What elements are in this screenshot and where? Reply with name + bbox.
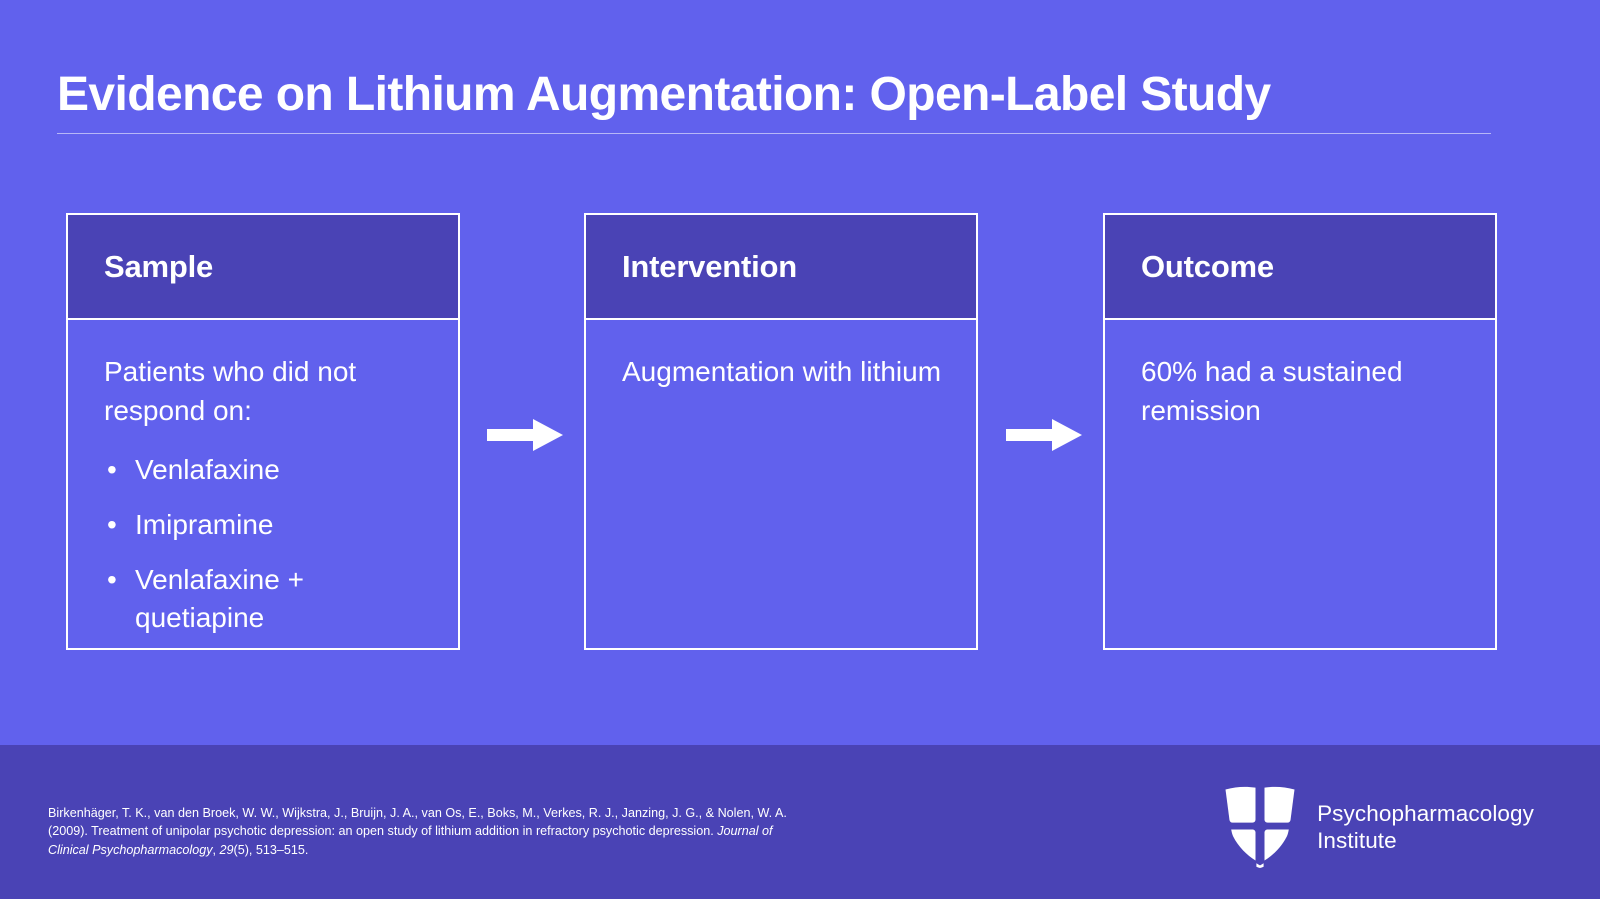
bullet-dot-icon: • [107,508,117,540]
card-row: Sample Patients who did not respond on: … [0,213,1600,650]
card-header-label: Sample [104,248,214,284]
card-header-outcome: Outcome [1105,215,1495,320]
list-item: • Venlafaxine [104,451,424,490]
card-header-sample: Sample [68,215,458,320]
brand-name-line-1: Psychopharmacology [1317,800,1534,826]
bullet-dot-icon: • [107,563,117,595]
card-header-label: Intervention [622,248,798,284]
list-item: • Imipramine [104,506,424,545]
card-paragraph: 60% had a sustained remission [1141,356,1403,426]
card-body-sample: Patients who did not respond on: • Venla… [68,320,458,654]
footer-band: Birkenhäger, T. K., van den Broek, W. W.… [0,745,1600,899]
card-intervention: Intervention Augmentation with lithium [584,213,978,650]
brand-lockup: Psychopharmacology Institute [1223,786,1534,868]
title-divider [57,132,1491,134]
list-item-label: Venlafaxine + quetiapine [135,563,304,634]
card-header-label: Outcome [1141,248,1274,284]
citation-part-3: (5), 513–515. [233,842,309,857]
list-item-label: Venlafaxine [135,454,280,486]
title-block: Evidence on Lithium Augmentation: Open-L… [57,68,1543,134]
brand-name-line-2: Institute [1317,828,1397,853]
citation-part-1: Birkenhäger, T. K., van den Broek, W. W.… [48,806,787,839]
card-sample: Sample Patients who did not respond on: … [66,213,460,650]
card-body-intervention: Augmentation with lithium [586,320,976,648]
citation-part-2: , [212,842,220,857]
card-paragraph: Augmentation with lithium [622,356,942,387]
list-item: • Venlafaxine + quetiapine [104,561,424,638]
bullet-list-sample: • Venlafaxine • Imipramine • Venlafaxine… [104,451,424,638]
arrow-right-icon [1006,418,1082,452]
bullet-dot-icon: • [107,454,117,486]
shield-quadrant-logo-icon [1225,786,1295,868]
citation-text: Birkenhäger, T. K., van den Broek, W. W.… [48,804,788,859]
card-paragraph: Patients who did not respond on: [104,356,357,426]
citation-volume: 29 [219,842,234,857]
page-title: Evidence on Lithium Augmentation: Open-L… [57,68,1271,121]
arrow-right-icon [487,418,563,452]
brand-name: Psychopharmacology Institute [1317,800,1534,855]
citation-journal: Journal of Clinical Psychopharmacology [48,824,773,857]
card-outcome: Outcome 60% had a sustained remission [1103,213,1497,650]
card-header-intervention: Intervention [586,215,976,320]
card-body-outcome: 60% had a sustained remission [1105,320,1495,648]
list-item-label: Imipramine [135,508,274,540]
